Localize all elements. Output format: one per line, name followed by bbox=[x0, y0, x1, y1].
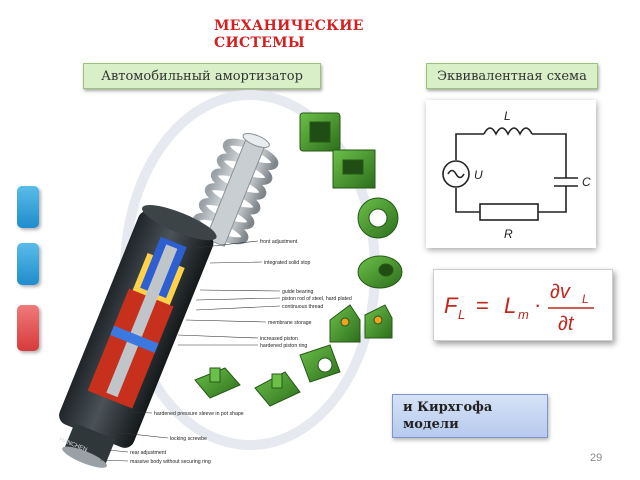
mount-part-clevis-block bbox=[332, 149, 376, 189]
coil-spring bbox=[192, 132, 279, 247]
callout-increased-piston: increased piston bbox=[260, 336, 298, 342]
mount-part-nut bbox=[357, 197, 399, 239]
source-label: U bbox=[474, 168, 483, 182]
callout-continuous-thread: continuous thread bbox=[282, 304, 323, 310]
side-button-blue-2[interactable] bbox=[17, 243, 39, 285]
equivalent-circuit-panel: L U C R bbox=[426, 100, 596, 248]
side-button-blue-1[interactable] bbox=[17, 186, 39, 228]
shock-absorber-label-text: Автомобильный амортизатор bbox=[101, 68, 303, 84]
formula-numerator: ∂v bbox=[550, 281, 571, 303]
callout-locking-screw: locking screwbe bbox=[170, 436, 207, 442]
callout-membrane-storage: membrane storage bbox=[268, 320, 312, 326]
equivalent-circuit-label: Эквивалентная схема bbox=[426, 63, 598, 89]
formula-coef-sub: m bbox=[518, 307, 529, 322]
mount-part-bracket-pair bbox=[329, 304, 393, 343]
mount-part-rod-eye bbox=[299, 344, 341, 383]
mount-part-flange-plate bbox=[299, 112, 341, 152]
mounting-parts bbox=[194, 112, 403, 407]
formula-box: F L = L m · ∂v L ∂t bbox=[433, 269, 613, 341]
formula-equals: = bbox=[476, 293, 489, 318]
force-formula: F L = L m · ∂v L ∂t bbox=[444, 281, 594, 335]
title-line-2: СИСТЕМЫ bbox=[214, 35, 306, 51]
capacitor-label: C bbox=[582, 175, 591, 189]
callout-massive-body: massive body without securing ring bbox=[130, 459, 211, 465]
callout-solid-stop: integrated solid stop bbox=[264, 260, 311, 266]
formula-numerator-sub: L bbox=[582, 292, 589, 306]
mount-part-foot-bracket-2 bbox=[254, 371, 301, 407]
callout-guide-bearing: guide bearing bbox=[282, 289, 314, 295]
shock-absorber-illustration: front adjustment integrated solid stop g… bbox=[58, 90, 403, 468]
callout-front-adjustment: front adjustment bbox=[260, 239, 298, 245]
formula-denominator: ∂t bbox=[558, 313, 575, 335]
circuit-diagram: L U C R bbox=[442, 109, 591, 241]
callout-pressure-sleeve: hardened pressure sleeve in pot shape bbox=[154, 411, 244, 417]
slide-title: МЕХАНИЧЕСКИЕ СИСТЕМЫ bbox=[214, 18, 384, 52]
callout-piston-rod: piston rod of steel, hard plated bbox=[282, 296, 352, 302]
formula-lhs: F bbox=[444, 293, 459, 318]
side-button-red[interactable] bbox=[17, 305, 39, 351]
kirchhoff-model-button[interactable]: и Кирхгофа модели bbox=[392, 394, 548, 438]
formula-coef: L bbox=[504, 293, 516, 318]
kirchhoff-line-2: модели bbox=[403, 417, 459, 432]
page-number: 29 bbox=[590, 452, 603, 464]
absorber-body bbox=[59, 205, 217, 468]
mount-part-foot-bracket-1 bbox=[194, 367, 241, 399]
formula-lhs-sub: L bbox=[458, 307, 465, 322]
callout-rear-adjustment: rear adjustment bbox=[130, 450, 167, 456]
title-line-1: МЕХАНИЧЕСКИЕ bbox=[214, 18, 364, 34]
inductor-label: L bbox=[504, 109, 511, 123]
resistor-label: R bbox=[504, 227, 513, 241]
callout-piston-ring: hardened piston ring bbox=[260, 343, 307, 349]
mount-part-eye bbox=[357, 255, 403, 289]
formula-dot: · bbox=[534, 292, 541, 317]
shock-absorber-label: Автомобильный амортизатор bbox=[83, 63, 321, 89]
kirchhoff-line-1: и Кирхгофа bbox=[403, 400, 493, 415]
equivalent-circuit-label-text: Эквивалентная схема bbox=[437, 68, 587, 84]
